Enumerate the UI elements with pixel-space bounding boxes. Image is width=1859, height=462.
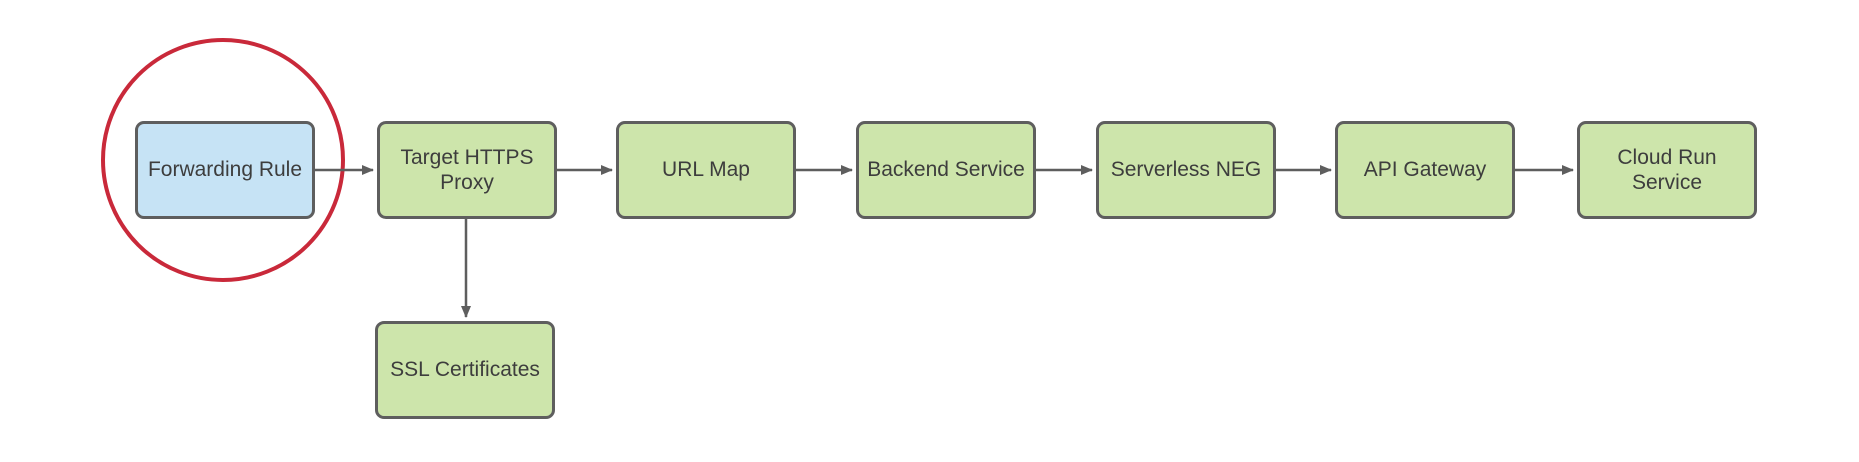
node-forwarding-rule: Forwarding Rule <box>135 121 315 219</box>
node-cloud-run-service: Cloud Run Service <box>1577 121 1757 219</box>
node-target-https-proxy: Target HTTPS Proxy <box>377 121 557 219</box>
node-api-gateway: API Gateway <box>1335 121 1515 219</box>
node-backend-service-label: Backend Service <box>867 158 1025 182</box>
node-ssl-certificates: SSL Certificates <box>375 321 555 419</box>
node-ssl-certificates-label: SSL Certificates <box>390 358 540 382</box>
node-target-https-proxy-label: Target HTTPS Proxy <box>400 145 534 194</box>
node-api-gateway-label: API Gateway <box>1363 158 1487 182</box>
node-serverless-neg-label: Serverless NEG <box>1110 158 1262 182</box>
node-backend-service: Backend Service <box>856 121 1036 219</box>
node-cloud-run-service-label: Cloud Run Service <box>1617 145 1717 194</box>
node-url-map-label: URL Map <box>662 158 750 182</box>
node-url-map: URL Map <box>616 121 796 219</box>
node-serverless-neg: Serverless NEG <box>1096 121 1276 219</box>
highlight-circle <box>101 38 345 282</box>
node-forwarding-rule-label: Forwarding Rule <box>147 158 303 182</box>
